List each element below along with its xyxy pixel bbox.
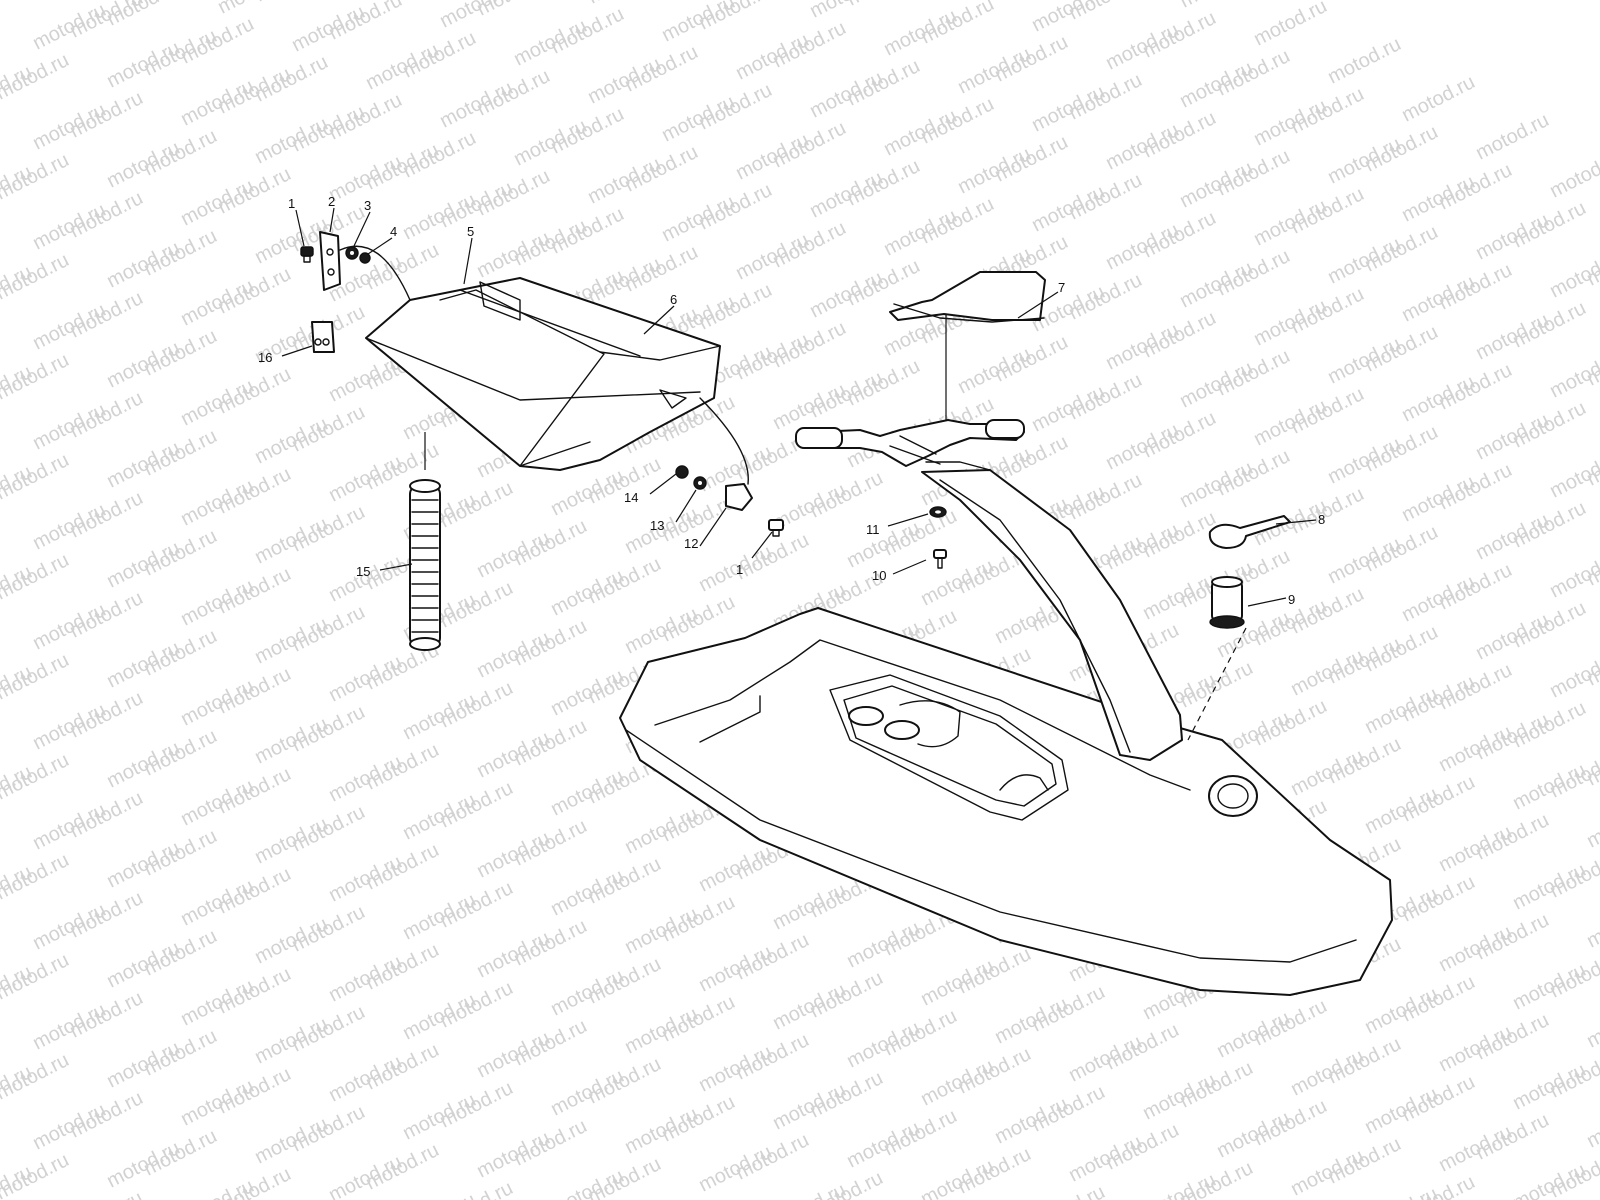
callout-5: 5 [467,224,474,239]
watermark-text: motod.ru [1509,1159,1589,1200]
callout-6: 6 [670,292,677,307]
watermark-text: motod.ru [177,1175,257,1200]
watermark-text: motod.ru [1546,347,1600,402]
grip-15 [409,432,441,651]
watermark-text: motod.ru [66,1187,146,1200]
watermark-text: motod.ru [1546,547,1600,602]
callout-1-bottom: 1 [736,562,743,577]
callout-10: 10 [872,568,886,583]
callout-8: 8 [1318,512,1325,527]
callout-4: 4 [390,224,397,239]
watermark-text: motod.ru [1361,1183,1441,1200]
watermark-text: motod.ru [1176,0,1256,12]
watermark-text: motod.ru [1028,0,1108,36]
hull [619,310,1393,996]
watermark-text: motod.ru [251,0,331,6]
watermark-text: motod.ru [0,0,73,4]
watermark-text: motod.ru [1546,647,1600,702]
watermark-text: motod.ru [1546,147,1600,202]
engine-cover [365,277,721,471]
watermark-text: motod.ru [1250,0,1330,50]
watermark-text: motod.ru [1028,1181,1108,1200]
callout-2: 2 [328,194,335,209]
watermark-text: motod.ru [1583,997,1600,1052]
callout-9: 9 [1288,592,1295,607]
watermark-text: motod.ru [1472,109,1552,164]
watermark-text: motod.ru [584,0,664,8]
watermark-text: motod.ru [1583,1097,1600,1152]
watermark-text: motod.ru [325,1151,405,1200]
watermark-text: motod.ru [1546,447,1600,502]
callout-15: 15 [356,564,370,579]
small-parts [300,231,1291,651]
callout-1-top: 1 [288,196,295,211]
watermark-text: motod.ru [436,1177,516,1200]
watermark-text: motod.ru [769,1179,849,1200]
leader-lines [281,207,1317,607]
callout-16: 16 [258,350,272,365]
callout-11: 11 [866,522,880,537]
watermark-text: motod.ru [1583,897,1600,952]
handlebar [795,419,1025,467]
watermark-text: motod.ru [214,0,294,18]
callout-7: 7 [1058,280,1065,295]
watermark-text: motod.ru [399,1189,479,1200]
callout-numbers: 1 2 3 4 5 6 7 8 9 10 11 12 13 14 15 16 1 [258,194,1325,607]
watermark-text: motod.ru [1546,247,1600,302]
watermark-text: motod.ru [1583,797,1600,852]
watermark-text: motod.ru [1324,33,1404,88]
callout-3: 3 [364,198,371,213]
callout-14: 14 [624,490,638,505]
callout-12: 12 [684,536,698,551]
handle-pad [889,271,1046,323]
watermark-text: motod.ru [806,0,886,22]
callout-13: 13 [650,518,664,533]
watermark-text: motod.ru [1398,71,1478,126]
watermark-text: motod.ru [917,1155,997,1200]
